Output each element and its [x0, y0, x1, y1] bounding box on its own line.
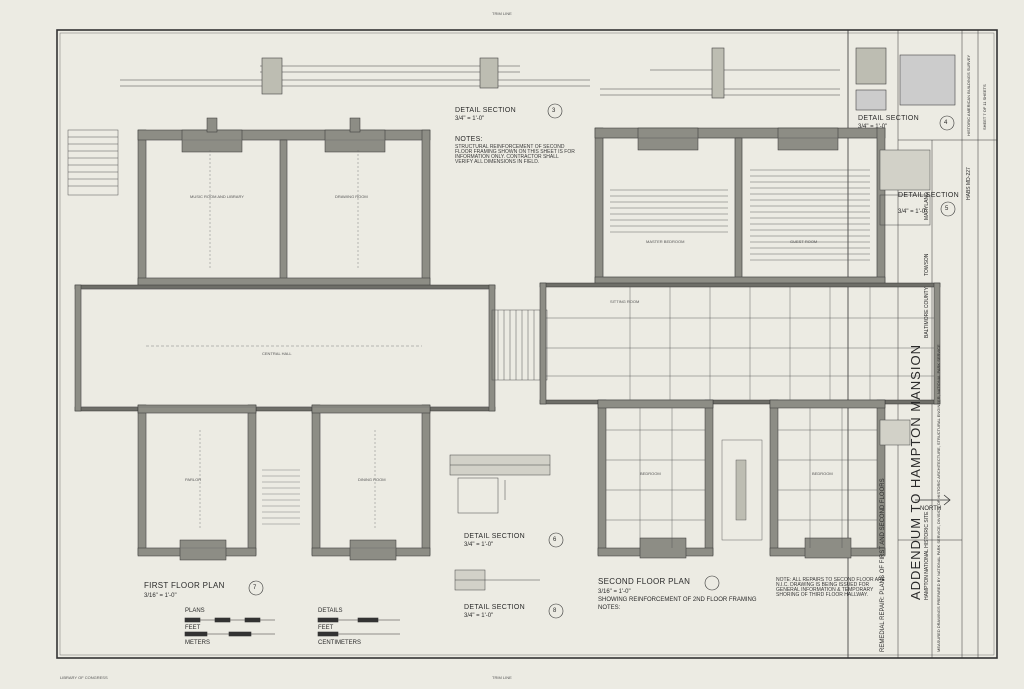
room-drawing-room: DRAWING ROOM [335, 194, 368, 199]
room-master-bedroom: MASTER BEDROOM [646, 239, 685, 244]
section-markers [248, 103, 956, 619]
room-sitting-room: SITTING ROOM [610, 299, 640, 304]
second-floor-plan-title: SECOND FLOOR PLAN [598, 577, 691, 586]
notes-label: NOTES: [455, 136, 483, 143]
detail-section-marker-3: 5 [945, 206, 949, 212]
drawing-town: TOWSON [924, 253, 930, 276]
drawing-sheet-title: REMEDIAL REPAIR: PLANS OF FIRST AND SECO… [880, 478, 886, 652]
drawing-title-main: ADDENDUM TO HAMPTON MANSION [908, 344, 923, 600]
entrance-steps [67, 129, 119, 196]
room-bedroom-left: BEDROOM [640, 471, 661, 476]
room-music-room: MUSIC ROOM AND LIBRARY [190, 194, 244, 199]
repair-note: NOTE: ALL REPAIRS TO SECOND FLOOR ARE N.… [776, 577, 886, 598]
drawing-state: MARYLAND [924, 192, 930, 220]
trim-line-bottom: TRIM LINE [492, 675, 512, 680]
drawing-county: BALTIMORE COUNTY [924, 286, 930, 338]
first-floor-marker: 7 [253, 585, 257, 591]
detail-sections-drawings [449, 149, 931, 591]
first-floor-plan-scale: 3/16" = 1'-0" [144, 593, 177, 599]
second-floor-plan [539, 127, 941, 559]
library-mark: LIBRARY OF CONGRESS [60, 675, 108, 680]
second-floor-framing [546, 137, 934, 548]
scale-details-label: DETAILS [318, 608, 343, 614]
second-floor-plan-subtitle: SHOWING REINFORCEMENT OF 2ND FLOOR FRAMI… [598, 597, 757, 603]
second-floor-plan-scale: 3/16" = 1'-0" [598, 589, 631, 595]
detail-section-scale-4: 3/4" = 1'-0" [464, 542, 494, 548]
detail-section-marker-5: 8 [553, 608, 557, 614]
north-label: NORTH [920, 506, 942, 512]
north-arrow [915, 494, 951, 506]
detail-section-marker-2: 4 [944, 120, 948, 126]
room-bedroom-right: BEDROOM [812, 471, 833, 476]
detail-section-marker-1: 3 [552, 108, 556, 114]
scale-feet-details: FEET [318, 625, 334, 631]
scale-plans-label: PLANS [185, 608, 205, 614]
agency-name: HISTORIC AMERICAN BUILDINGS SURVEY [966, 54, 971, 136]
sheet-number: SHEET 7 OF 11 SHEETS [982, 84, 987, 130]
room-guest-room: GUEST ROOM [790, 239, 818, 244]
room-dining-room: DINING ROOM [358, 477, 386, 482]
scale-meters: METERS [185, 640, 211, 646]
detail-section-scale-5: 3/4" = 1'-0" [464, 613, 494, 619]
credits: MEASURED DRAWINGS PREPARED BY NATIONAL P… [936, 344, 941, 652]
title-block [847, 29, 998, 659]
first-floor-details [80, 139, 490, 549]
scale-centimeters: CENTIMETERS [318, 640, 362, 646]
top-detail-strip [120, 47, 956, 111]
detail-section-title-5: DETAIL SECTION [464, 604, 525, 611]
drawing-subtitle: HAMPTON NATIONAL HISTORIC SITE [924, 511, 930, 600]
detail-section-scale-3: 3/4" = 1'-0" [898, 209, 928, 215]
detail-section-scale-2: 3/4" = 1'-0" [858, 124, 888, 130]
first-floor-plan-title: FIRST FLOOR PLAN [144, 581, 225, 590]
trim-line-top: TRIM LINE [492, 11, 512, 16]
detail-section-scale-1: 3/4" = 1'-0" [455, 116, 485, 122]
detail-section-marker-4: 6 [553, 537, 557, 543]
room-central-hall: CENTRAL HALL [262, 351, 292, 356]
detail-section-title-4: DETAIL SECTION [464, 533, 525, 540]
detail-section-title-3: DETAIL SECTION [898, 192, 959, 199]
detail-section-title-1: DETAIL SECTION [455, 107, 516, 114]
notes-body: STRUCTURAL REINFORCEMENT OF SECOND FLOOR… [455, 144, 575, 165]
survey-number: HABS MD-227 [966, 167, 972, 200]
sheet-inner-border [59, 32, 995, 656]
scale-feet-plans: FEET [185, 625, 201, 631]
room-parlor: PARLOR [185, 477, 202, 482]
second-floor-notes-label: NOTES: [598, 605, 621, 611]
detail-section-title-2: DETAIL SECTION [858, 115, 919, 122]
graphic-scales [184, 617, 400, 637]
